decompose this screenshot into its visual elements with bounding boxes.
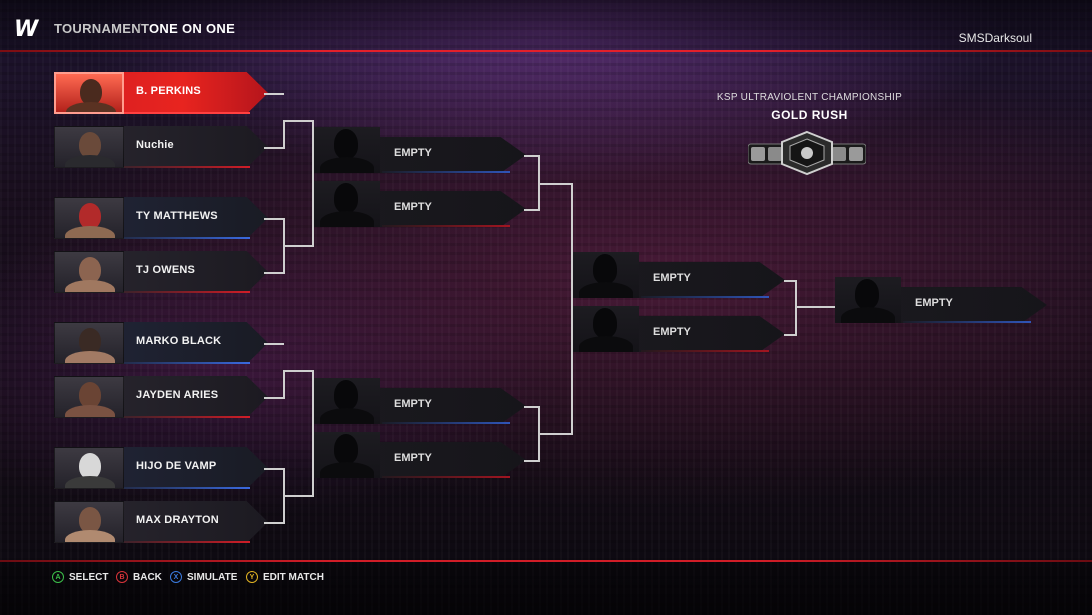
wrestler-portrait: [54, 447, 124, 489]
silhouette-icon: [835, 277, 901, 323]
bracket-connector: [524, 460, 539, 462]
wrestler-name: TY MATTHEWS: [136, 210, 218, 222]
wrestler-name: HIJO DE VAMP: [136, 460, 217, 472]
breadcrumb-tournament: TOURNAMENT: [54, 21, 150, 36]
bracket-connector: [524, 209, 539, 211]
y-button-icon: Y: [246, 571, 258, 583]
bracket-connector: [264, 93, 284, 95]
wrestler-name: JAYDEN ARIES: [136, 389, 219, 401]
wrestler-portrait: [54, 72, 124, 114]
silhouette-icon: [314, 127, 380, 173]
footer-accent-line: [0, 560, 1092, 562]
bracket-connector: [264, 397, 284, 399]
bracket-connector: [538, 433, 572, 435]
slot-label: EMPTY: [394, 147, 432, 159]
bracket-connector: [283, 370, 285, 399]
control-label: BACK: [133, 571, 162, 583]
bracket-slot-ty-matthews[interactable]: TY MATTHEWS: [54, 197, 268, 239]
championship-name: KSP ULTRAVIOLENT CHAMPIONSHIP: [716, 92, 903, 103]
silhouette-icon: [573, 306, 639, 352]
bracket-slot-round2-1[interactable]: EMPTY: [314, 127, 526, 173]
x-button-icon: X: [170, 571, 182, 583]
wrestler-portrait: [54, 322, 124, 364]
bracket-slot-round2-2[interactable]: EMPTY: [314, 181, 526, 227]
control-hint-simulate[interactable]: X SIMULATE: [170, 571, 237, 583]
bracket-slot-b-perkins[interactable]: B. PERKINS: [54, 72, 268, 114]
slot-label: EMPTY: [394, 398, 432, 410]
silhouette-icon: [314, 432, 380, 478]
control-label: SELECT: [69, 571, 109, 583]
championship-subtitle: GOLD RUSH: [771, 108, 848, 122]
wrestler-name: MARKO BLACK: [136, 335, 222, 347]
wrestler-name: TJ OWENS: [136, 264, 196, 276]
bracket-connector: [538, 183, 572, 185]
control-hint-back[interactable]: B BACK: [116, 571, 162, 583]
gamertag: SMSDarksoul: [958, 31, 1032, 45]
bracket-slot-nuchie[interactable]: Nuchie: [54, 126, 268, 168]
bracket-connector: [571, 183, 573, 435]
b-button-icon: B: [116, 571, 128, 583]
bracket-connector: [283, 370, 314, 372]
bracket-connector: [795, 306, 835, 308]
bracket-connector: [784, 334, 797, 336]
slot-label: EMPTY: [394, 201, 432, 213]
bracket-slot-tj-owens[interactable]: TJ OWENS: [54, 251, 268, 293]
bracket-slot-marko-black[interactable]: MARKO BLACK: [54, 322, 268, 364]
bracket-slot-round3-2[interactable]: EMPTY: [573, 306, 785, 352]
control-label: EDIT MATCH: [263, 571, 324, 583]
bracket-slot-round2-3[interactable]: EMPTY: [314, 378, 526, 424]
wrestler-portrait: [54, 376, 124, 418]
wrestler-name: Nuchie: [136, 139, 174, 151]
slot-label: EMPTY: [653, 326, 691, 338]
slot-label: EMPTY: [653, 272, 691, 284]
bracket-connector: [264, 468, 284, 470]
wrestler-name: B. PERKINS: [136, 85, 201, 97]
bracket-connector: [264, 343, 284, 345]
control-hint-select[interactable]: A SELECT: [52, 571, 108, 583]
bracket-slot-round2-4[interactable]: EMPTY: [314, 432, 526, 478]
bracket-slot-jayden-aries[interactable]: JAYDEN ARIES: [54, 376, 268, 418]
wrestler-portrait: [54, 251, 124, 293]
bracket-connector: [312, 120, 314, 247]
bracket-connector: [795, 280, 797, 336]
bracket-slot-max-drayton[interactable]: MAX DRAYTON: [54, 501, 268, 543]
bracket-slot-final[interactable]: EMPTY: [835, 277, 1047, 323]
a-button-icon: A: [52, 571, 64, 583]
bracket-slot-hijo-de-vamp[interactable]: HIJO DE VAMP: [54, 447, 268, 489]
wrestler-name: MAX DRAYTON: [136, 514, 219, 526]
bracket-connector: [283, 245, 314, 247]
wrestler-portrait: [54, 197, 124, 239]
bracket-connector: [524, 155, 539, 157]
breadcrumb-separator: /: [137, 21, 141, 36]
silhouette-icon: [573, 252, 639, 298]
wrestler-portrait: [54, 501, 124, 543]
control-hint-edit-match[interactable]: Y EDIT MATCH: [246, 571, 324, 583]
silhouette-icon: [314, 378, 380, 424]
bracket-connector: [283, 495, 314, 497]
control-label: SIMULATE: [187, 571, 238, 583]
wwe-logo-icon: W: [14, 17, 38, 42]
championship-belt-icon: [748, 130, 866, 176]
bracket-connector: [283, 120, 314, 122]
wrestler-portrait: [54, 126, 124, 168]
bracket-connector: [264, 522, 284, 524]
bracket-slot-round3-1[interactable]: EMPTY: [573, 252, 785, 298]
slot-label: EMPTY: [915, 297, 953, 309]
header-accent-line: [0, 50, 1092, 52]
bracket-connector: [264, 218, 284, 220]
breadcrumb-mode: ONE ON ONE: [149, 21, 236, 36]
slot-label: EMPTY: [394, 452, 432, 464]
bracket-connector: [312, 370, 314, 497]
bracket-connector: [264, 147, 284, 149]
bracket-connector: [784, 280, 797, 282]
bracket-connector: [264, 272, 284, 274]
bottom-bar: [0, 562, 1092, 615]
silhouette-icon: [314, 181, 380, 227]
bracket-connector: [524, 406, 539, 408]
bracket-connector: [283, 120, 285, 149]
top-bar: [0, 0, 1092, 52]
